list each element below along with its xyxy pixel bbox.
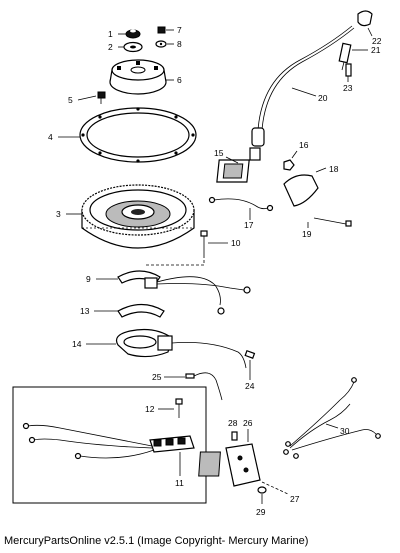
callout-28: 28 — [228, 418, 238, 428]
copyright-caption: MercuryPartsOnline v2.5.1 (Image Copyrig… — [4, 535, 309, 547]
callout-5: 5 — [68, 95, 73, 105]
callout-4: 4 — [48, 132, 53, 142]
callout-29: 29 — [256, 507, 266, 517]
part-bolt-10 — [200, 230, 208, 255]
part-washer-8 — [155, 40, 167, 48]
part-switch-box — [22, 422, 195, 460]
part-bolt-5 — [97, 91, 106, 104]
part-ignition-coil — [216, 147, 261, 183]
part-ground-wire — [208, 196, 274, 212]
callout-8: 8 — [177, 39, 182, 49]
part-spark-plug-lead — [251, 25, 355, 147]
callout-22: 22 — [372, 36, 382, 46]
callout-11: 11 — [175, 478, 184, 488]
callout-14: 14 — [72, 339, 82, 349]
callout-26: 26 — [243, 418, 253, 428]
callout-3: 3 — [56, 209, 61, 219]
part-starter-cup — [109, 59, 167, 95]
callout-1: 1 — [108, 29, 113, 39]
callout-17: 17 — [244, 220, 254, 230]
part-stator-coil — [115, 328, 247, 369]
part-nut-16 — [283, 159, 295, 171]
part-washer-29 — [257, 486, 267, 494]
callout-21: 21 — [371, 45, 381, 55]
part-connector-24 — [244, 349, 256, 359]
callout-18: 18 — [329, 164, 339, 174]
callout-6: 6 — [177, 75, 182, 85]
callout-13: 13 — [80, 306, 90, 316]
part-terminal-28 — [231, 431, 238, 441]
part-spark-plug — [338, 42, 352, 71]
part-bolt-19 — [313, 217, 352, 227]
part-screw-12 — [175, 398, 183, 418]
part-washer — [123, 41, 143, 53]
callout-2: 2 — [108, 42, 113, 52]
part-plug-terminal — [345, 63, 352, 77]
callout-16: 16 — [299, 140, 309, 150]
callout-27: 27 — [290, 494, 300, 504]
part-retainer — [117, 303, 165, 318]
callout-12: 12 — [145, 404, 155, 414]
part-nut — [125, 29, 141, 39]
part-rectifier — [198, 443, 261, 487]
inset-box — [12, 386, 207, 504]
callout-9: 9 — [86, 274, 91, 284]
callout-23: 23 — [343, 83, 353, 93]
callout-19: 19 — [302, 229, 312, 239]
callout-7: 7 — [177, 25, 182, 35]
part-plug-cap — [357, 10, 373, 27]
callout-24: 24 — [245, 381, 255, 391]
callout-25: 25 — [152, 372, 162, 382]
part-flywheel — [81, 184, 195, 249]
callout-30: 30 — [340, 426, 350, 436]
callout-15: 15 — [214, 148, 224, 158]
part-wire-harness — [283, 377, 381, 459]
part-ring-gear — [79, 107, 197, 163]
callout-20: 20 — [318, 93, 328, 103]
part-coil-cover — [283, 174, 319, 207]
part-wire-25 — [185, 372, 223, 401]
part-screw-7 — [157, 26, 166, 34]
callout-10: 10 — [231, 238, 241, 248]
part-trigger-plate — [117, 270, 251, 315]
